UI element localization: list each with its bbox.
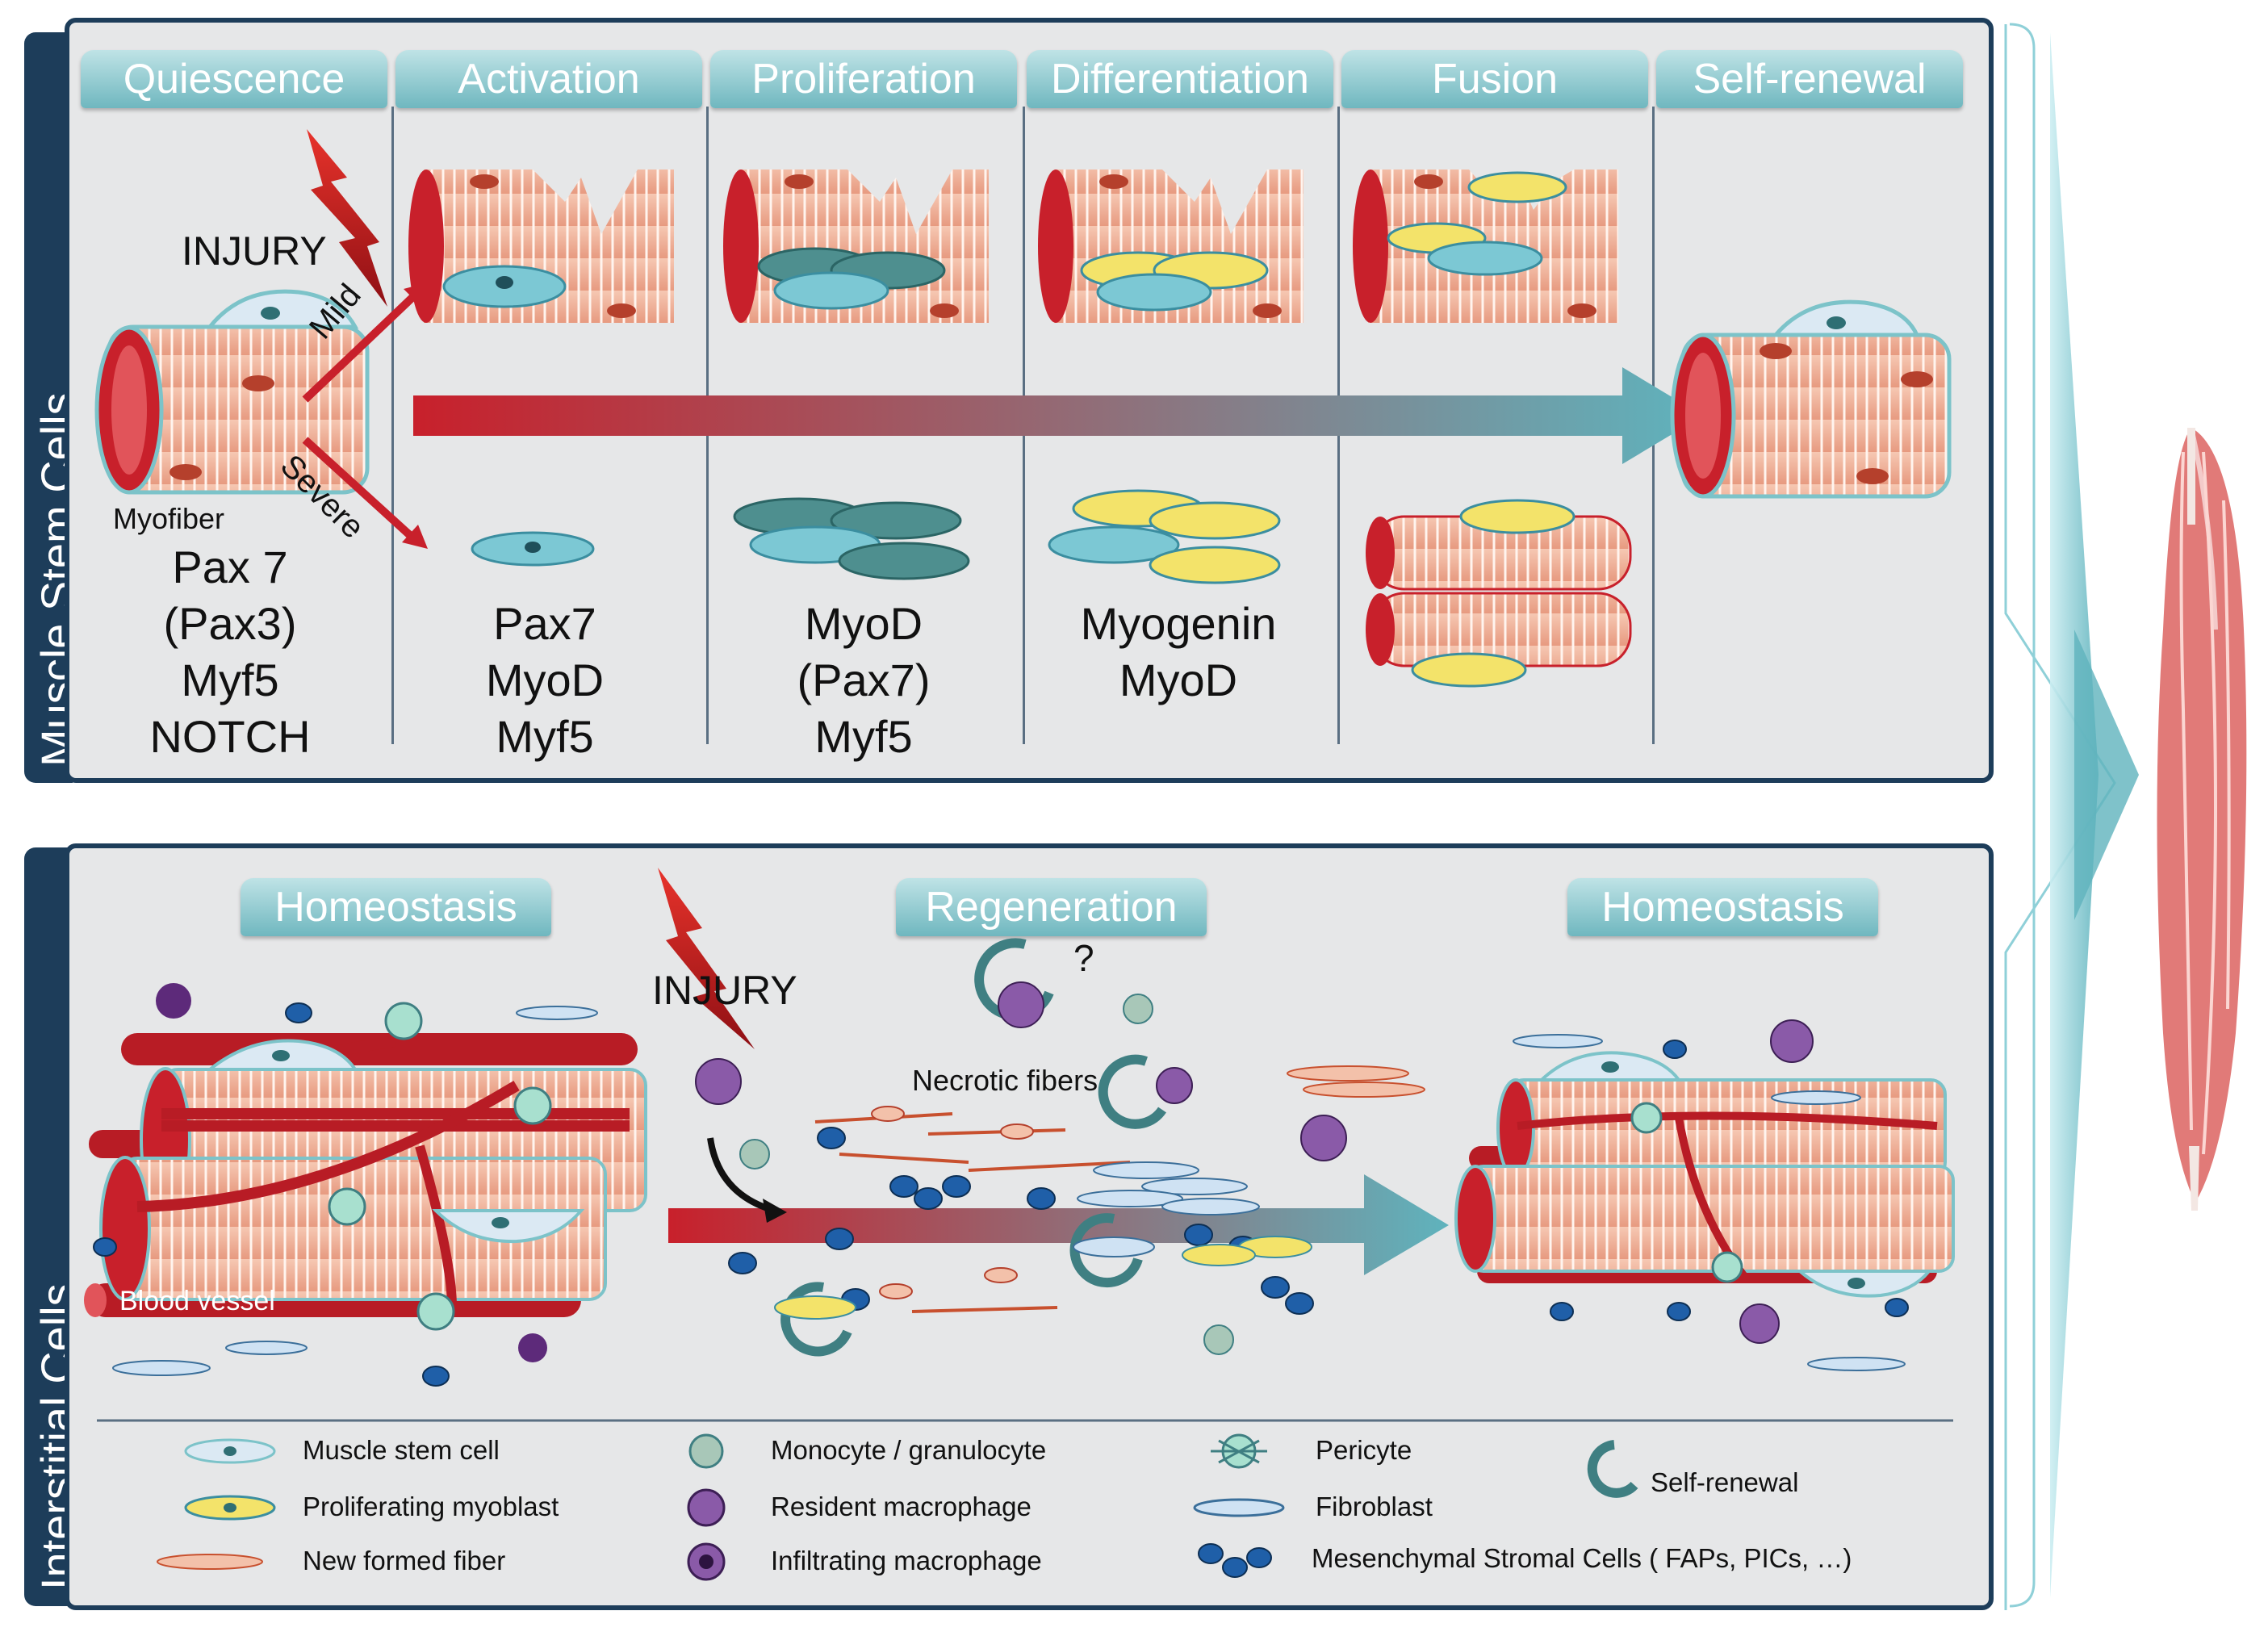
injury-bolt: [307, 129, 387, 307]
legend-fibroblast: Fibroblast: [1316, 1492, 1433, 1521]
stage-tab-activation: Activation: [395, 50, 702, 108]
necrotic-fibers-label: Necrotic fibers: [912, 1064, 1098, 1097]
legend-proliferating-myoblast: Proliferating myoblast: [303, 1492, 559, 1521]
severe-arrow: [302, 437, 415, 540]
differentiation-myofiber: [1038, 169, 1303, 323]
stage-tab-homeostasis-left: Homeostasis: [241, 878, 551, 936]
legend-monocyte: Monocyte / granulocyte: [771, 1435, 1047, 1465]
legend-msc: Mesenchymal Stromal Cells ( FAPs, PICs, …: [1312, 1543, 1852, 1573]
differentiating-cells-cluster: [1048, 489, 1281, 584]
homeostasis-right-tissue: [1287, 1019, 1955, 1371]
legend-self-renewal: Self-renewal: [1651, 1467, 1799, 1497]
proliferating-cells-cluster: [733, 497, 970, 580]
activation-markers: Pax7 MyoD Myf5: [485, 598, 605, 762]
injury-bolt-bottom: [658, 868, 755, 1049]
legend-resident-macrophage: Resident macrophage: [771, 1492, 1031, 1521]
legend-new-formed-fiber: New formed fiber: [303, 1546, 506, 1575]
proliferation-markers: MyoD (Pax7) Myf5: [797, 598, 931, 762]
blood-vessel-label: Blood vessel: [119, 1286, 275, 1316]
myofiber-label: Myofiber: [113, 502, 225, 535]
quiescent-myofiber: [94, 289, 370, 495]
legend-icons: [157, 1433, 1638, 1581]
damaged-myofiber: [408, 169, 674, 323]
differentiation-markers: Myogenin MyoD: [1080, 598, 1277, 705]
stage-tab-self-renewal: Self-renewal: [1656, 50, 1963, 108]
whole-muscle: [2157, 427, 2247, 1211]
stage-tab-proliferation: Proliferation: [710, 50, 1017, 108]
legend-pericyte: Pericyte: [1316, 1435, 1412, 1465]
renewed-myofiber: [1670, 299, 1952, 499]
stage-tab-homeostasis-right: Homeostasis: [1567, 878, 1878, 936]
fused-myotubes: [1366, 499, 1632, 688]
question-mark: ?: [1073, 937, 1094, 979]
proliferation-myofiber: [723, 169, 989, 323]
legend-muscle-stem-cell: Muscle stem cell: [303, 1435, 500, 1465]
quiescence-markers: Pax 7 (Pax3) Myf5 NOTCH: [149, 542, 311, 762]
stage-tab-differentiation: Differentiation: [1027, 50, 1333, 108]
stage-divider: [391, 107, 394, 744]
stage-tab-regeneration: Regeneration: [896, 878, 1207, 936]
progression-arrow: [413, 367, 1703, 464]
legend-infiltrating-macrophage: Infiltrating macrophage: [771, 1546, 1042, 1575]
top-injury-label: INJURY: [182, 228, 327, 274]
stage-tab-fusion: Fusion: [1341, 50, 1648, 108]
bottom-injury-label: INJURY: [652, 968, 797, 1013]
homeostasis-left-tissue: [84, 983, 647, 1387]
fusion-myofiber: [1353, 169, 1618, 323]
regeneration-cells: [695, 938, 1347, 1357]
mild-arrow: [302, 287, 423, 403]
stage-tab-quiescence: Quiescence: [81, 50, 387, 108]
regeneration-arrow: [668, 1174, 1449, 1275]
